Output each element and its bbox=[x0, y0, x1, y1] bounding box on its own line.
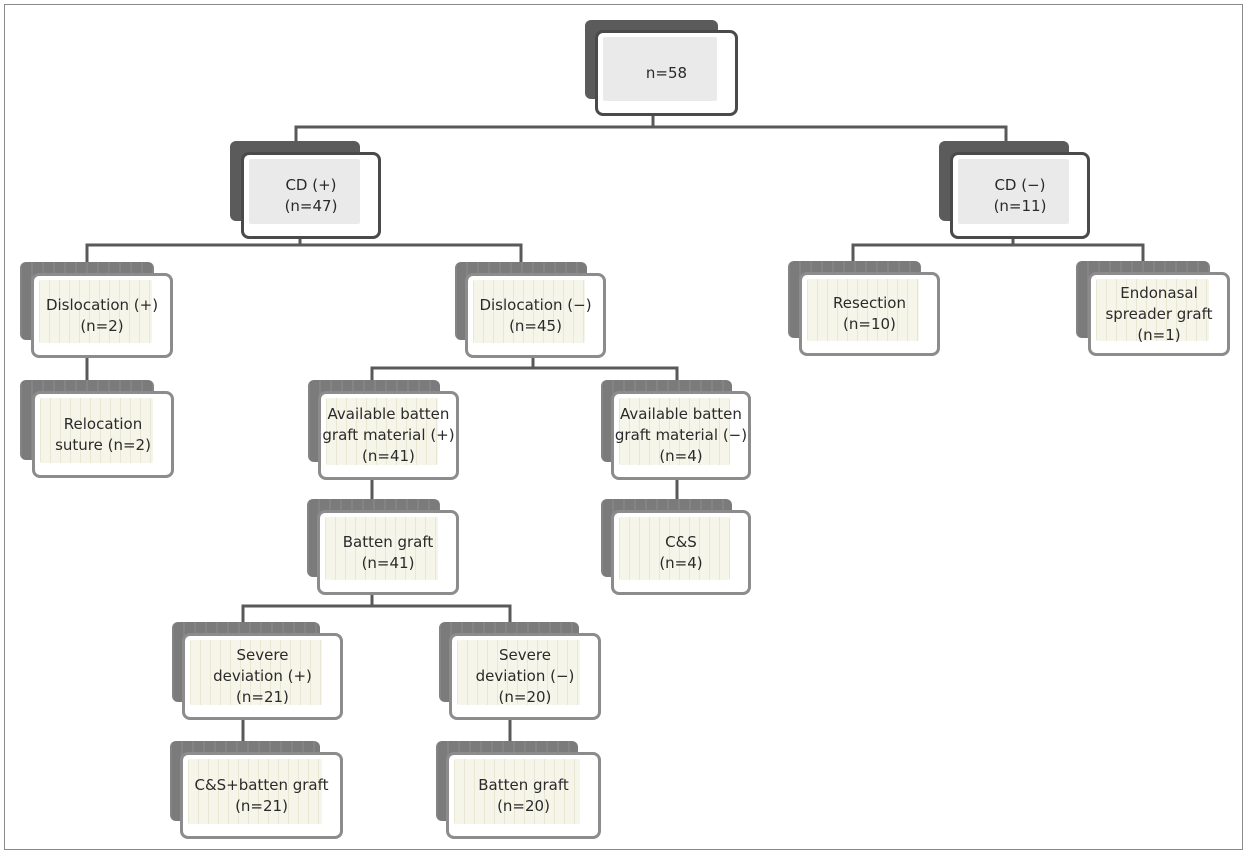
node-batten-graft-41: Batten graft (n=41) bbox=[307, 499, 459, 595]
node-available-batten-pos: Available batten graft material (+) (n=41) bbox=[308, 380, 459, 480]
node-severe-dev-neg-label: Severe deviation (−) (n=20) bbox=[476, 645, 575, 708]
connector-dislocation-neg-branch bbox=[370, 354, 679, 383]
connector-cd-neg-branch bbox=[851, 236, 1145, 264]
node-severe-dev-neg: Severe deviation (−) (n=20) bbox=[439, 622, 601, 720]
node-cs-4-label: C&S (n=4) bbox=[659, 532, 702, 574]
node-endonasal-spreader: Endonasal spreader graft (n=1) bbox=[1076, 261, 1230, 356]
node-label-line: (n=20) bbox=[497, 796, 550, 815]
node-resection: Resection (n=10) bbox=[788, 261, 940, 356]
node-relocation-suture: Relocation suture (n=2) bbox=[20, 380, 174, 478]
node-resection-label: Resection (n=10) bbox=[833, 293, 906, 335]
node-label-line: n=58 bbox=[645, 63, 688, 82]
node-label-line: (n=41) bbox=[361, 553, 415, 572]
connector-cd-pos-branch bbox=[85, 236, 523, 265]
diagram-frame bbox=[4, 4, 1243, 850]
node-root: n=58 bbox=[585, 20, 738, 116]
node-severe-dev-pos-label: Severe deviation (+) (n=21) bbox=[213, 645, 312, 708]
node-cs-4: C&S (n=4) bbox=[601, 499, 751, 595]
connector-batten-branch bbox=[241, 591, 512, 625]
node-batten-graft-20-label: Batten graft (n=20) bbox=[478, 775, 569, 817]
node-label-line: (n=45) bbox=[509, 316, 562, 335]
node-label-line: deviation (+) bbox=[213, 667, 312, 685]
node-batten-graft-20: Batten graft (n=20) bbox=[436, 741, 601, 839]
node-label-line: CD (+) bbox=[285, 175, 337, 194]
node-label-line: deviation (−) bbox=[475, 667, 575, 685]
node-endonasal-spreader-label: Endonasal spreader graft (n=1) bbox=[1105, 283, 1212, 346]
node-available-batten-neg: Available batten graft material (−) (n=4) bbox=[601, 380, 751, 480]
node-label-line: Endonasal bbox=[1120, 283, 1198, 302]
node-label-line: Batten graft bbox=[478, 775, 569, 794]
node-label-line: (n=21) bbox=[236, 688, 289, 706]
node-label-line: (n=1) bbox=[1137, 325, 1181, 344]
node-label-line: suture (n=2) bbox=[55, 435, 151, 454]
node-available-batten-pos-label: Available batten graft material (+) (n=41) bbox=[322, 404, 454, 467]
node-label-line: (n=10) bbox=[843, 315, 896, 333]
node-label-line: Available batten bbox=[620, 405, 742, 423]
node-label-line: (n=11) bbox=[993, 196, 1047, 215]
node-label-line: (n=41) bbox=[362, 447, 415, 465]
node-label-line: (n=4) bbox=[659, 447, 703, 465]
node-label-line: graft material (+) bbox=[322, 426, 455, 444]
node-cd-pos-label: CD (+) (n=47) bbox=[285, 175, 338, 217]
node-batten-graft-41-label: Batten graft (n=41) bbox=[343, 532, 434, 574]
node-cd-neg: CD (−) (n=11) bbox=[939, 141, 1090, 239]
node-label-line: (n=2) bbox=[80, 316, 124, 335]
node-root-label: n=58 bbox=[646, 63, 687, 84]
node-cs-batten-21-label: C&S+batten graft (n=21) bbox=[194, 775, 328, 817]
node-label-line: Relocation bbox=[63, 414, 143, 433]
node-dislocation-pos: Dislocation (+) (n=2) bbox=[20, 262, 173, 358]
node-cd-pos: CD (+) (n=47) bbox=[230, 141, 381, 239]
node-dislocation-neg-label: Dislocation (−) (n=45) bbox=[479, 295, 591, 337]
node-label-line: C&S+batten graft bbox=[194, 775, 329, 794]
node-label-line: graft material (−) bbox=[614, 426, 748, 444]
node-label-line: C&S bbox=[665, 532, 697, 551]
node-label-line: CD (−) bbox=[994, 175, 1046, 194]
node-severe-dev-pos: Severe deviation (+) (n=21) bbox=[172, 622, 343, 720]
node-label-line: spreader graft bbox=[1105, 304, 1213, 323]
node-label-line: Batten graft bbox=[342, 532, 434, 551]
node-label-line: (n=47) bbox=[284, 196, 338, 215]
node-label-line: Resection bbox=[832, 294, 906, 312]
node-label-line: Dislocation (+) bbox=[45, 295, 159, 314]
node-label-line: (n=20) bbox=[498, 688, 552, 706]
node-relocation-suture-label: Relocation suture (n=2) bbox=[55, 414, 151, 456]
connector-root-branch bbox=[294, 111, 1008, 148]
node-label-line: Severe bbox=[236, 646, 289, 664]
node-label-line: Available batten bbox=[327, 405, 450, 423]
node-dislocation-pos-label: Dislocation (+) (n=2) bbox=[46, 295, 158, 337]
node-cs-batten-21: C&S+batten graft (n=21) bbox=[170, 741, 343, 839]
node-label-line: Severe bbox=[499, 646, 551, 664]
node-dislocation-neg: Dislocation (−) (n=45) bbox=[455, 262, 606, 358]
node-label-line: Dislocation (−) bbox=[479, 295, 592, 314]
node-available-batten-neg-label: Available batten graft material (−) (n=4) bbox=[615, 404, 747, 467]
node-label-line: (n=21) bbox=[235, 796, 288, 815]
node-cd-neg-label: CD (−) (n=11) bbox=[994, 175, 1047, 217]
node-label-line: (n=4) bbox=[659, 553, 703, 572]
